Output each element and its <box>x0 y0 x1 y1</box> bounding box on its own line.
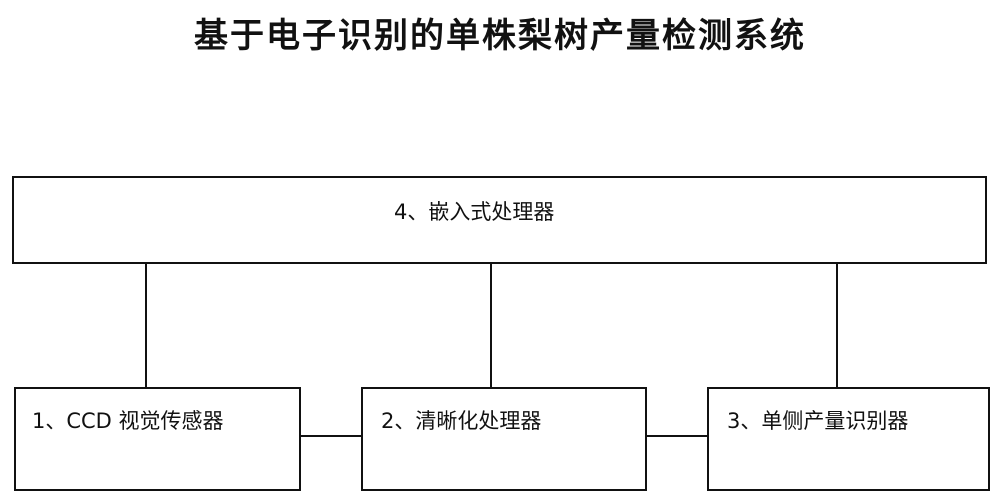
ccd-sensor-box: 1、CCD 视觉传感器 <box>14 387 301 491</box>
yield-recognizer-label: 3、单侧产量识别器 <box>727 409 909 433</box>
embedded-processor-label: 4、嵌入式处理器 <box>394 200 555 224</box>
sharpening-processor-label: 2、清晰化处理器 <box>381 409 542 433</box>
connector-processor-sharpening <box>490 263 492 387</box>
connector-sharpening-yield <box>646 435 708 437</box>
connector-processor-ccd <box>145 263 147 387</box>
embedded-processor-box: 4、嵌入式处理器 <box>12 176 987 264</box>
diagram-title: 基于电子识别的单株梨树产量检测系统 <box>194 16 806 56</box>
yield-recognizer-box: 3、单侧产量识别器 <box>707 387 990 491</box>
connector-ccd-sharpening <box>300 435 362 437</box>
sharpening-processor-box: 2、清晰化处理器 <box>361 387 647 491</box>
connector-processor-yield <box>836 263 838 387</box>
ccd-sensor-label: 1、CCD 视觉传感器 <box>32 409 224 433</box>
